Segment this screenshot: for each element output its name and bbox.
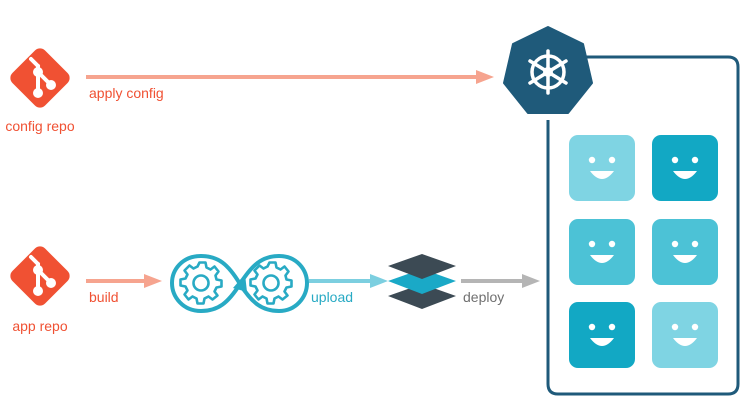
git-icon <box>5 241 75 311</box>
upload-arrow <box>309 274 388 288</box>
layers-icon <box>388 254 456 309</box>
git-icon <box>5 43 75 113</box>
registry-node <box>388 254 456 309</box>
pod-face-icon <box>569 135 635 201</box>
kubernetes-node <box>503 26 593 114</box>
build-arrow <box>86 274 162 288</box>
app-repo-label: app repo <box>12 318 67 334</box>
build-label: build <box>89 289 119 305</box>
gears-infinity-icon <box>169 253 310 314</box>
pod-face-icon <box>569 219 635 285</box>
pod-face-icon <box>652 219 718 285</box>
apply-config-label: apply config <box>89 85 164 101</box>
config-repo-label: config repo <box>5 118 74 134</box>
pod-face-icon <box>569 302 635 368</box>
pod-face-icon <box>652 135 718 201</box>
cluster-border <box>546 55 740 396</box>
pod-grid <box>569 135 718 368</box>
apply-config-arrow <box>86 70 494 84</box>
deploy-arrow <box>461 274 540 288</box>
ci-pipeline-node <box>169 253 310 314</box>
deploy-label: deploy <box>463 289 504 305</box>
app-repo-node: app repo <box>5 241 75 334</box>
config-repo-node: config repo <box>5 43 75 134</box>
upload-label: upload <box>311 289 353 305</box>
pod-face-icon <box>652 302 718 368</box>
